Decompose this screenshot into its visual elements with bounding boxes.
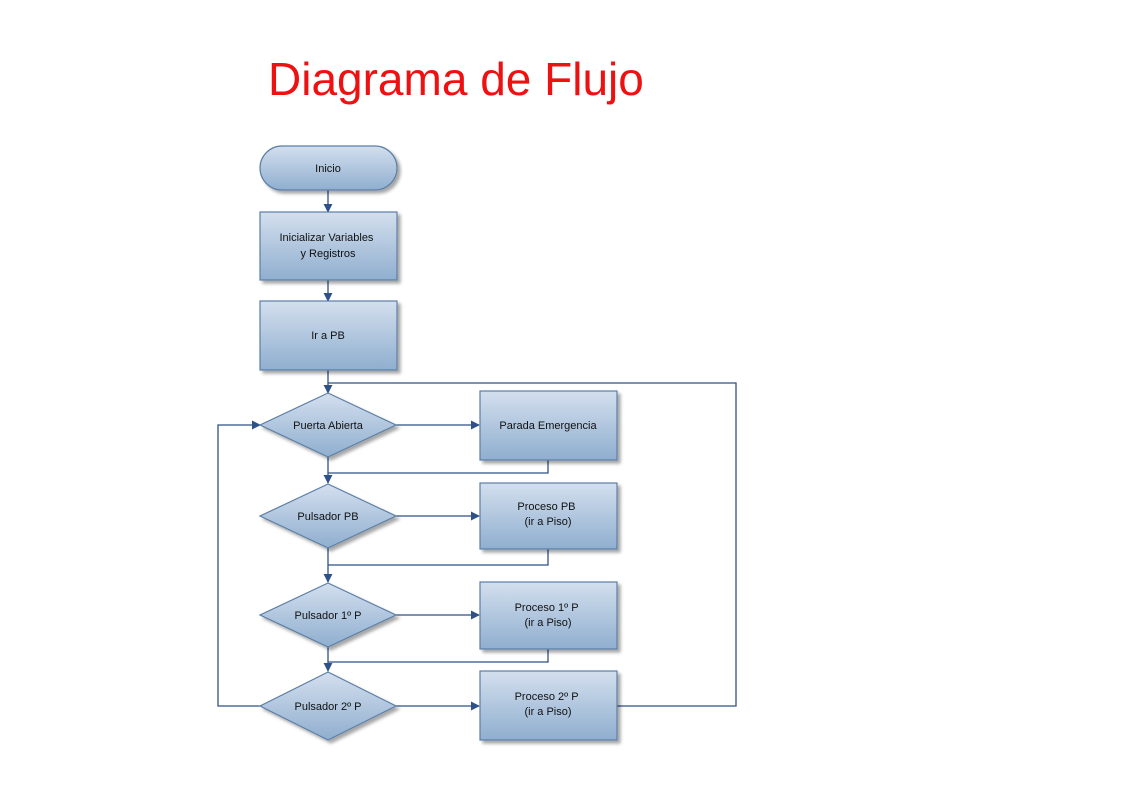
decision-pulsador-pb bbox=[258, 483, 398, 549]
label-parada-emergencia: Parada Emergencia bbox=[499, 420, 597, 432]
connector-proceso-pb-return bbox=[328, 549, 549, 566]
label-init-vars: Inicializar Variables y Registros bbox=[279, 232, 376, 260]
process-proceso-1p bbox=[479, 581, 618, 650]
label-proceso-pb: Proceso PB (ir a Piso) bbox=[517, 501, 578, 528]
process-parada-emergencia bbox=[479, 390, 618, 461]
label-proceso-1p: Proceso 1º P (ir a Piso) bbox=[515, 602, 582, 629]
label-pulsador-2p: Pulsador 2º P bbox=[295, 701, 362, 713]
connector-parada-return bbox=[328, 460, 549, 474]
connector-loop-right bbox=[328, 382, 737, 707]
label-pulsador-pb: Pulsador PB bbox=[297, 511, 358, 523]
process-proceso-2p bbox=[479, 670, 618, 741]
label-pulsador-1p: Pulsador 1º P bbox=[295, 610, 362, 622]
decision-puerta-abierta bbox=[258, 392, 398, 458]
connector-loop-left bbox=[217, 420, 262, 707]
decision-pulsador-1p bbox=[258, 582, 398, 648]
process-ir-pb bbox=[259, 300, 398, 371]
terminal-inicio bbox=[259, 145, 398, 191]
decision-pulsador-2p bbox=[258, 671, 398, 741]
label-proceso-2p: Proceso 2º P (ir a Piso) bbox=[515, 691, 582, 718]
connector-proceso-1p-return bbox=[328, 649, 549, 663]
label-puerta-abierta: Puerta Abierta bbox=[293, 420, 364, 432]
label-ir-pb: Ir a PB bbox=[311, 330, 345, 342]
process-proceso-pb bbox=[479, 482, 618, 550]
label-inicio: Inicio bbox=[315, 163, 341, 175]
process-init-vars bbox=[259, 211, 398, 281]
page-title: Diagrama de Flujo bbox=[268, 53, 644, 105]
